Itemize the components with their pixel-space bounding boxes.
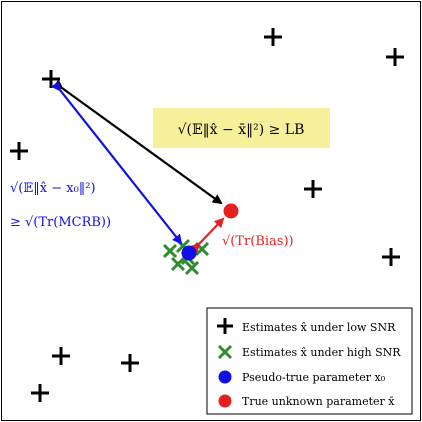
x-marker-1 — [162, 243, 178, 259]
plus-marker-6 — [382, 248, 400, 266]
plus-marker-1 — [42, 70, 60, 88]
bias-arrow — [189, 217, 225, 254]
plus-marker-2 — [264, 28, 282, 46]
mcrb-text-line2: ≥ √(Tr(MCRB)) — [10, 215, 111, 230]
true-param-dot — [223, 203, 239, 219]
mcrb-arrow — [51, 80, 183, 245]
legend-label-high-snr: Estimates x̂ under high SNR — [242, 346, 401, 359]
legend: Estimates x̂ under low SNR Estimates x̂ … — [206, 307, 413, 415]
plus-marker-5 — [304, 180, 322, 198]
lb-box — [153, 108, 330, 148]
legend-x-icon — [217, 344, 233, 360]
plus-marker-7 — [52, 347, 70, 365]
low-snr-estimates — [10, 28, 404, 402]
x-marker-4 — [170, 256, 186, 272]
bias-text: √(Tr(Bias)) — [222, 234, 294, 249]
lb-box-text: √(𝔼‖x̂ − x̄‖²) ≥ LB — [178, 122, 305, 138]
legend-red-dot-icon — [218, 394, 232, 408]
plus-marker-9 — [31, 384, 49, 402]
legend-blue-dot-icon — [218, 370, 232, 384]
mcrb-text-line1: √(𝔼‖x̂ − x₀‖²) — [10, 181, 96, 196]
plus-marker-8 — [121, 354, 139, 372]
legend-box — [206, 307, 413, 415]
legend-label-pseudo-true: Pseudo-true parameter x₀ — [242, 371, 386, 384]
x-marker-3 — [194, 241, 210, 257]
plus-marker-4 — [10, 142, 28, 160]
pseudo-true-dot — [181, 245, 197, 261]
plus-marker-3 — [386, 48, 404, 66]
legend-label-true-param: True unknown parameter x̄ — [242, 395, 395, 408]
x-marker-5 — [184, 260, 200, 276]
legend-label-low-snr: Estimates x̂ under low SNR — [242, 321, 396, 334]
legend-plus-icon — [217, 318, 233, 334]
